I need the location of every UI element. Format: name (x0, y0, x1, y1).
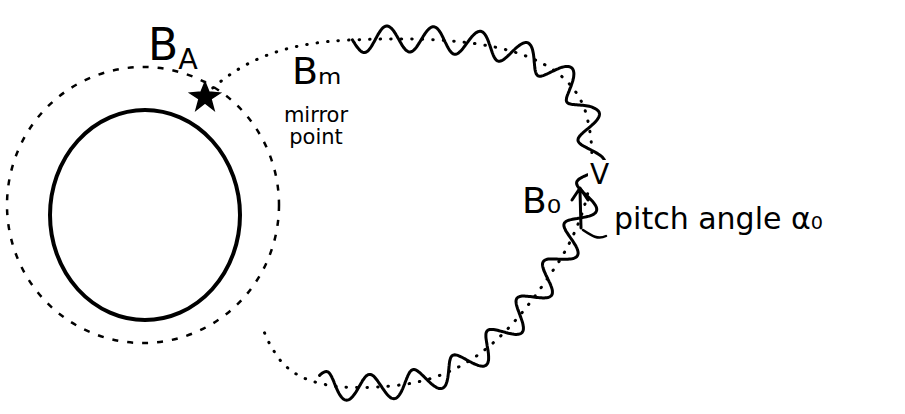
pitch-angle-label: pitch angle α₀ (614, 203, 823, 235)
field-strength-label: Bₘ (292, 52, 342, 92)
field-strength-label: B₀ (522, 182, 561, 220)
leader-line (583, 230, 606, 238)
mirror-point-label: mirror point (278, 104, 354, 148)
particle-trajectory (320, 26, 605, 400)
velocity-arrow (572, 188, 588, 228)
field-strength-label: BA (148, 22, 198, 74)
earth (50, 110, 240, 320)
atmosphere-boundary (7, 67, 279, 343)
velocity-label: V (588, 160, 611, 189)
field-line (205, 39, 592, 388)
star-marker (190, 82, 220, 110)
